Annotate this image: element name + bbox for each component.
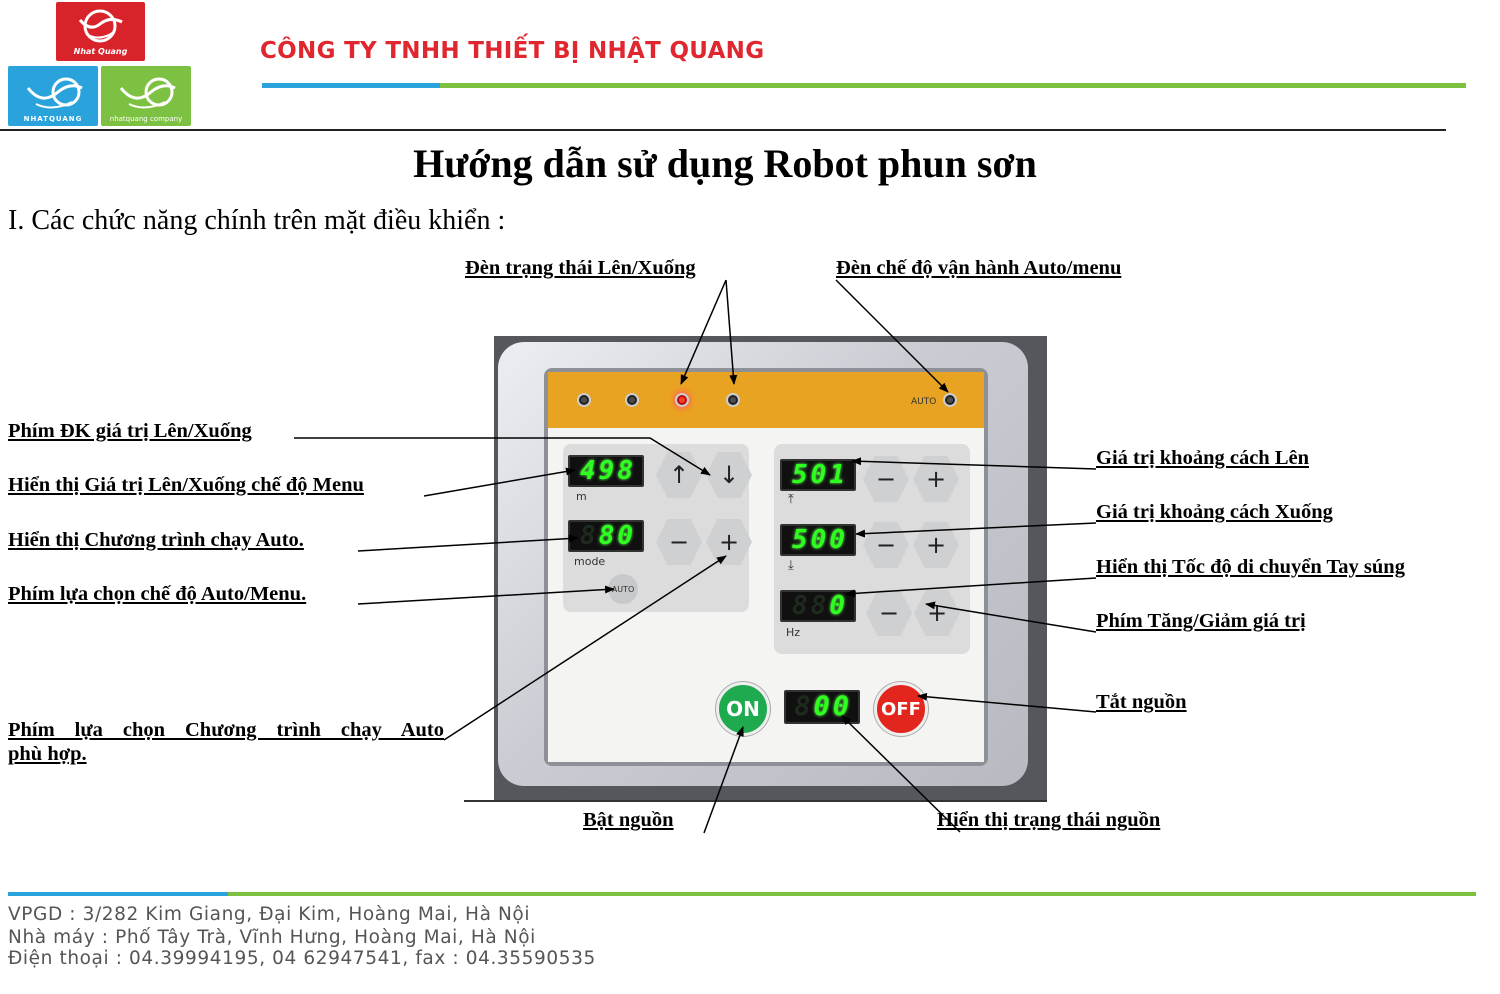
footer-accent-bar-green (228, 892, 1476, 896)
bird-logo-icon (119, 77, 176, 109)
speed-unit-label: Hz (786, 626, 801, 639)
panel-frame: AUTO 498 m ↑ ↓ 880 mode − + AUTO 501 ⤒ − (498, 342, 1028, 786)
logo-red-text: Nhat Quang (73, 47, 128, 56)
label-inc-dec-keys: Phím Tăng/Giảm giá trị (1096, 610, 1306, 632)
header-accent-bar-blue (262, 83, 440, 88)
label-program-display: Hiển thị Chương trình chạy Auto. (8, 529, 304, 551)
logo-green-text: nhatquang company (109, 115, 183, 123)
footer-accent-bar-blue (8, 892, 228, 896)
program-unit-label: mode (574, 555, 606, 568)
status-led-up (675, 393, 689, 407)
updown-unit-label: m (576, 490, 587, 503)
up-distance-display: 501 (780, 459, 856, 491)
label-down-distance: Giá trị khoảng cách Xuống (1096, 501, 1333, 523)
auto-menu-select-button[interactable]: AUTO (608, 574, 638, 604)
program-plus-button[interactable]: + (706, 519, 752, 565)
program-value: 80 (598, 521, 636, 551)
power-status-display: 800 (784, 690, 860, 724)
label-up-distance: Giá trị khoảng cách Lên (1096, 447, 1309, 469)
label-program-select-line1: Phím lựa chọn Chương trình chạy Auto (8, 719, 444, 741)
footer-phone: Điện thoại : 04.39994195, 04 62947541, f… (8, 948, 596, 969)
logo-blue-text: NHATQUANG (23, 115, 83, 123)
auto-mode-led (943, 393, 957, 407)
label-power-off: Tắt nguồn (1096, 691, 1187, 713)
document-title: Hướng dẫn sử dụng Robot phun sơn (413, 141, 1037, 186)
header-accent-bar-green (440, 83, 1466, 88)
control-panel: AUTO 498 m ↑ ↓ 880 mode − + AUTO 501 ⤒ − (494, 336, 1047, 800)
footer-factory-address: Nhà máy : Phố Tây Trà, Vĩnh Hưng, Hoàng … (8, 927, 536, 948)
label-updown-display: Hiển thị Giá trị Lên/Xuống chế độ Menu (8, 474, 364, 496)
program-display: 880 (568, 520, 644, 552)
panel-baseline (464, 800, 1047, 802)
label-status-led: Đèn trạng thái Lên/Xuống (465, 257, 696, 279)
company-logo-red: Nhat Quang (56, 2, 145, 61)
company-name: CÔNG TY TNHH THIẾT BỊ NHẬT QUANG (260, 38, 765, 64)
label-mode-select-key: Phím lựa chọn chế độ Auto/Menu. (8, 583, 307, 605)
down-symbol: ⤓ (788, 558, 794, 573)
footer-office-address: VPGD : 3/282 Kim Giang, Đại Kim, Hoàng M… (8, 904, 531, 925)
status-led-down (726, 393, 740, 407)
speed-minus-button[interactable]: − (866, 590, 912, 636)
label-power-on: Bật nguồn (583, 809, 674, 831)
panel-face: AUTO 498 m ↑ ↓ 880 mode − + AUTO 501 ⤒ − (548, 372, 984, 762)
label-program-select-key: Phím lựa chọn Chương trình chạy Auto phù… (8, 718, 444, 766)
section-heading: I. Các chức năng chính trên mặt điều khi… (8, 205, 506, 236)
down-distance-display: 500 (780, 524, 856, 556)
up-symbol: ⤒ (788, 492, 794, 507)
down-key-button[interactable]: ↓ (706, 452, 752, 498)
bird-logo-icon (26, 77, 83, 109)
panel-recess: AUTO 498 m ↑ ↓ 880 mode − + AUTO 501 ⤒ − (544, 368, 988, 766)
label-gun-speed: Hiển thị Tốc độ di chuyển Tay súng (1096, 556, 1405, 578)
power-on-button[interactable]: ON (716, 682, 770, 736)
speed-value: 0 (829, 591, 848, 621)
company-logo-green: nhatquang company (101, 66, 191, 126)
label-program-select-line2: phù hợp. (8, 743, 87, 765)
auto-indicator-label: AUTO (911, 397, 937, 407)
power-off-button[interactable]: OFF (874, 682, 928, 736)
label-mode-led: Đèn chế độ vận hành Auto/menu (836, 257, 1122, 279)
label-updown-keys: Phím ĐK giá trị Lên/Xuống (8, 420, 252, 442)
bird-logo-icon (78, 9, 123, 43)
speed-display: 880 (780, 590, 856, 622)
updown-display: 498 (568, 455, 644, 487)
status-strip: AUTO (548, 372, 984, 428)
company-logo-blue: NHATQUANG (8, 66, 98, 126)
label-power-status: Hiển thị trạng thái nguồn (937, 809, 1161, 831)
power-value: 00 (813, 691, 852, 722)
header-divider (0, 129, 1446, 131)
status-led-1 (577, 393, 591, 407)
status-led-2 (625, 393, 639, 407)
